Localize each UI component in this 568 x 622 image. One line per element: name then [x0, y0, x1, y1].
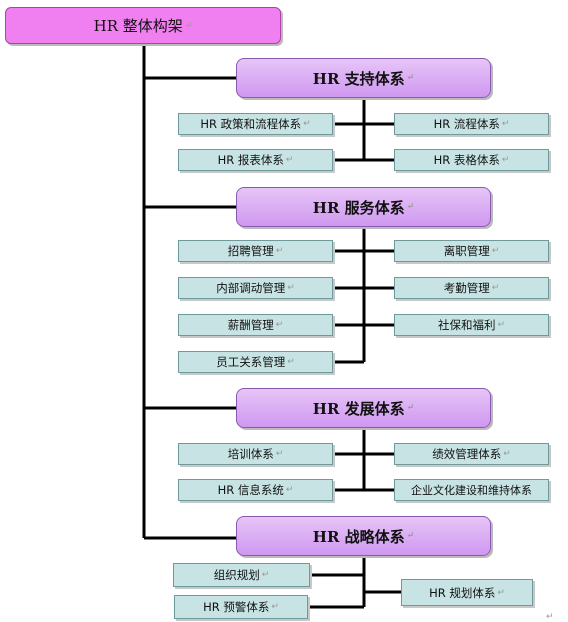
item-label: 社保和福利: [437, 318, 496, 332]
service-item-employee-relations: 员工关系管理↵: [178, 351, 333, 373]
paragraph-mark: ↵: [271, 602, 279, 612]
item-label: 考勤管理: [443, 281, 490, 295]
service-system-label: HR 服务体系: [312, 198, 405, 217]
paragraph-mark-end: ↵: [546, 612, 554, 622]
item-label: 薪酬管理: [227, 318, 274, 332]
root-label: HR 整体构架: [93, 17, 183, 35]
item-label: 组织规划: [213, 568, 260, 582]
item-label: HR 报表体系: [217, 153, 284, 167]
paragraph-mark: ↵: [184, 20, 193, 31]
paragraph-mark: ↵: [406, 202, 415, 212]
service-item-resignation: 离职管理↵: [394, 240, 549, 262]
service-system-node: HR 服务体系↵: [236, 187, 491, 227]
paragraph-mark: ↵: [501, 155, 510, 165]
item-label: 绩效管理体系: [432, 447, 502, 461]
item-label: HR 信息系统: [217, 483, 284, 497]
development-item-performance: 绩效管理体系↵: [394, 443, 549, 465]
paragraph-mark: ↵: [501, 119, 510, 129]
item-label: 员工关系管理: [216, 355, 286, 369]
paragraph-mark: ↵: [497, 587, 505, 598]
development-item-hris: HR 信息系统↵: [178, 479, 333, 501]
item-label: HR 预警体系: [203, 600, 270, 614]
item-label: 离职管理: [443, 244, 490, 258]
development-item-culture: 企业文化建设和维持体系: [394, 479, 549, 501]
support-system-node: HR 支持体系↵: [236, 58, 491, 98]
item-label: 培训体系: [227, 447, 274, 461]
paragraph-mark: ↵: [287, 357, 295, 367]
paragraph-mark: ↵: [261, 570, 270, 580]
strategy-item-hr-planning: HR 规划体系↵: [401, 579, 533, 606]
paragraph-mark: ↵: [503, 449, 511, 459]
paragraph-mark: ↵: [287, 283, 295, 293]
paragraph-mark: ↵: [285, 485, 294, 495]
strategy-item-warning: HR 预警体系↵: [174, 595, 308, 619]
item-label: HR 流程体系: [433, 117, 500, 131]
support-system-label: HR 支持体系: [312, 69, 405, 88]
paragraph-mark: ↵: [406, 531, 415, 541]
service-item-attendance: 考勤管理↵: [394, 277, 549, 299]
root-node: HR 整体构架↵: [5, 7, 281, 44]
paragraph-mark: ↵: [491, 283, 500, 293]
paragraph-mark: ↵: [406, 403, 415, 413]
development-system-node: HR 发展体系↵: [236, 388, 491, 428]
paragraph-mark: ↵: [275, 449, 284, 459]
development-item-training: 培训体系↵: [178, 443, 333, 465]
strategy-item-org-planning: 组织规划↵: [173, 563, 310, 587]
service-item-compensation: 薪酬管理↵: [178, 314, 333, 336]
support-item-policy-process: HR 政策和流程体系↵: [178, 113, 333, 135]
paragraph-mark: ↵: [275, 320, 284, 330]
item-label: HR 表格体系: [433, 153, 500, 167]
item-label: 招聘管理: [227, 244, 274, 258]
strategy-system-label: HR 战略体系: [312, 527, 405, 546]
paragraph-mark: ↵: [303, 119, 311, 129]
service-item-benefits: 社保和福利↵: [394, 314, 549, 336]
support-item-report: HR 报表体系↵: [178, 149, 333, 171]
strategy-system-node: HR 战略体系↵: [236, 516, 491, 556]
development-system-label: HR 发展体系: [312, 399, 405, 418]
item-label: HR 政策和流程体系: [200, 117, 302, 131]
item-label: 内部调动管理: [216, 281, 286, 295]
service-item-transfer: 内部调动管理↵: [178, 277, 333, 299]
paragraph-mark: ↵: [285, 155, 294, 165]
item-label: HR 规划体系: [429, 585, 496, 600]
paragraph-mark: ↵: [275, 246, 284, 256]
service-item-recruitment: 招聘管理↵: [178, 240, 333, 262]
paragraph-mark: ↵: [491, 246, 500, 256]
paragraph-mark: ↵: [497, 320, 506, 330]
item-label: 企业文化建设和维持体系: [411, 484, 532, 497]
support-item-form: HR 表格体系↵: [394, 149, 549, 171]
paragraph-mark: ↵: [406, 73, 415, 83]
support-item-process: HR 流程体系↵: [394, 113, 549, 135]
